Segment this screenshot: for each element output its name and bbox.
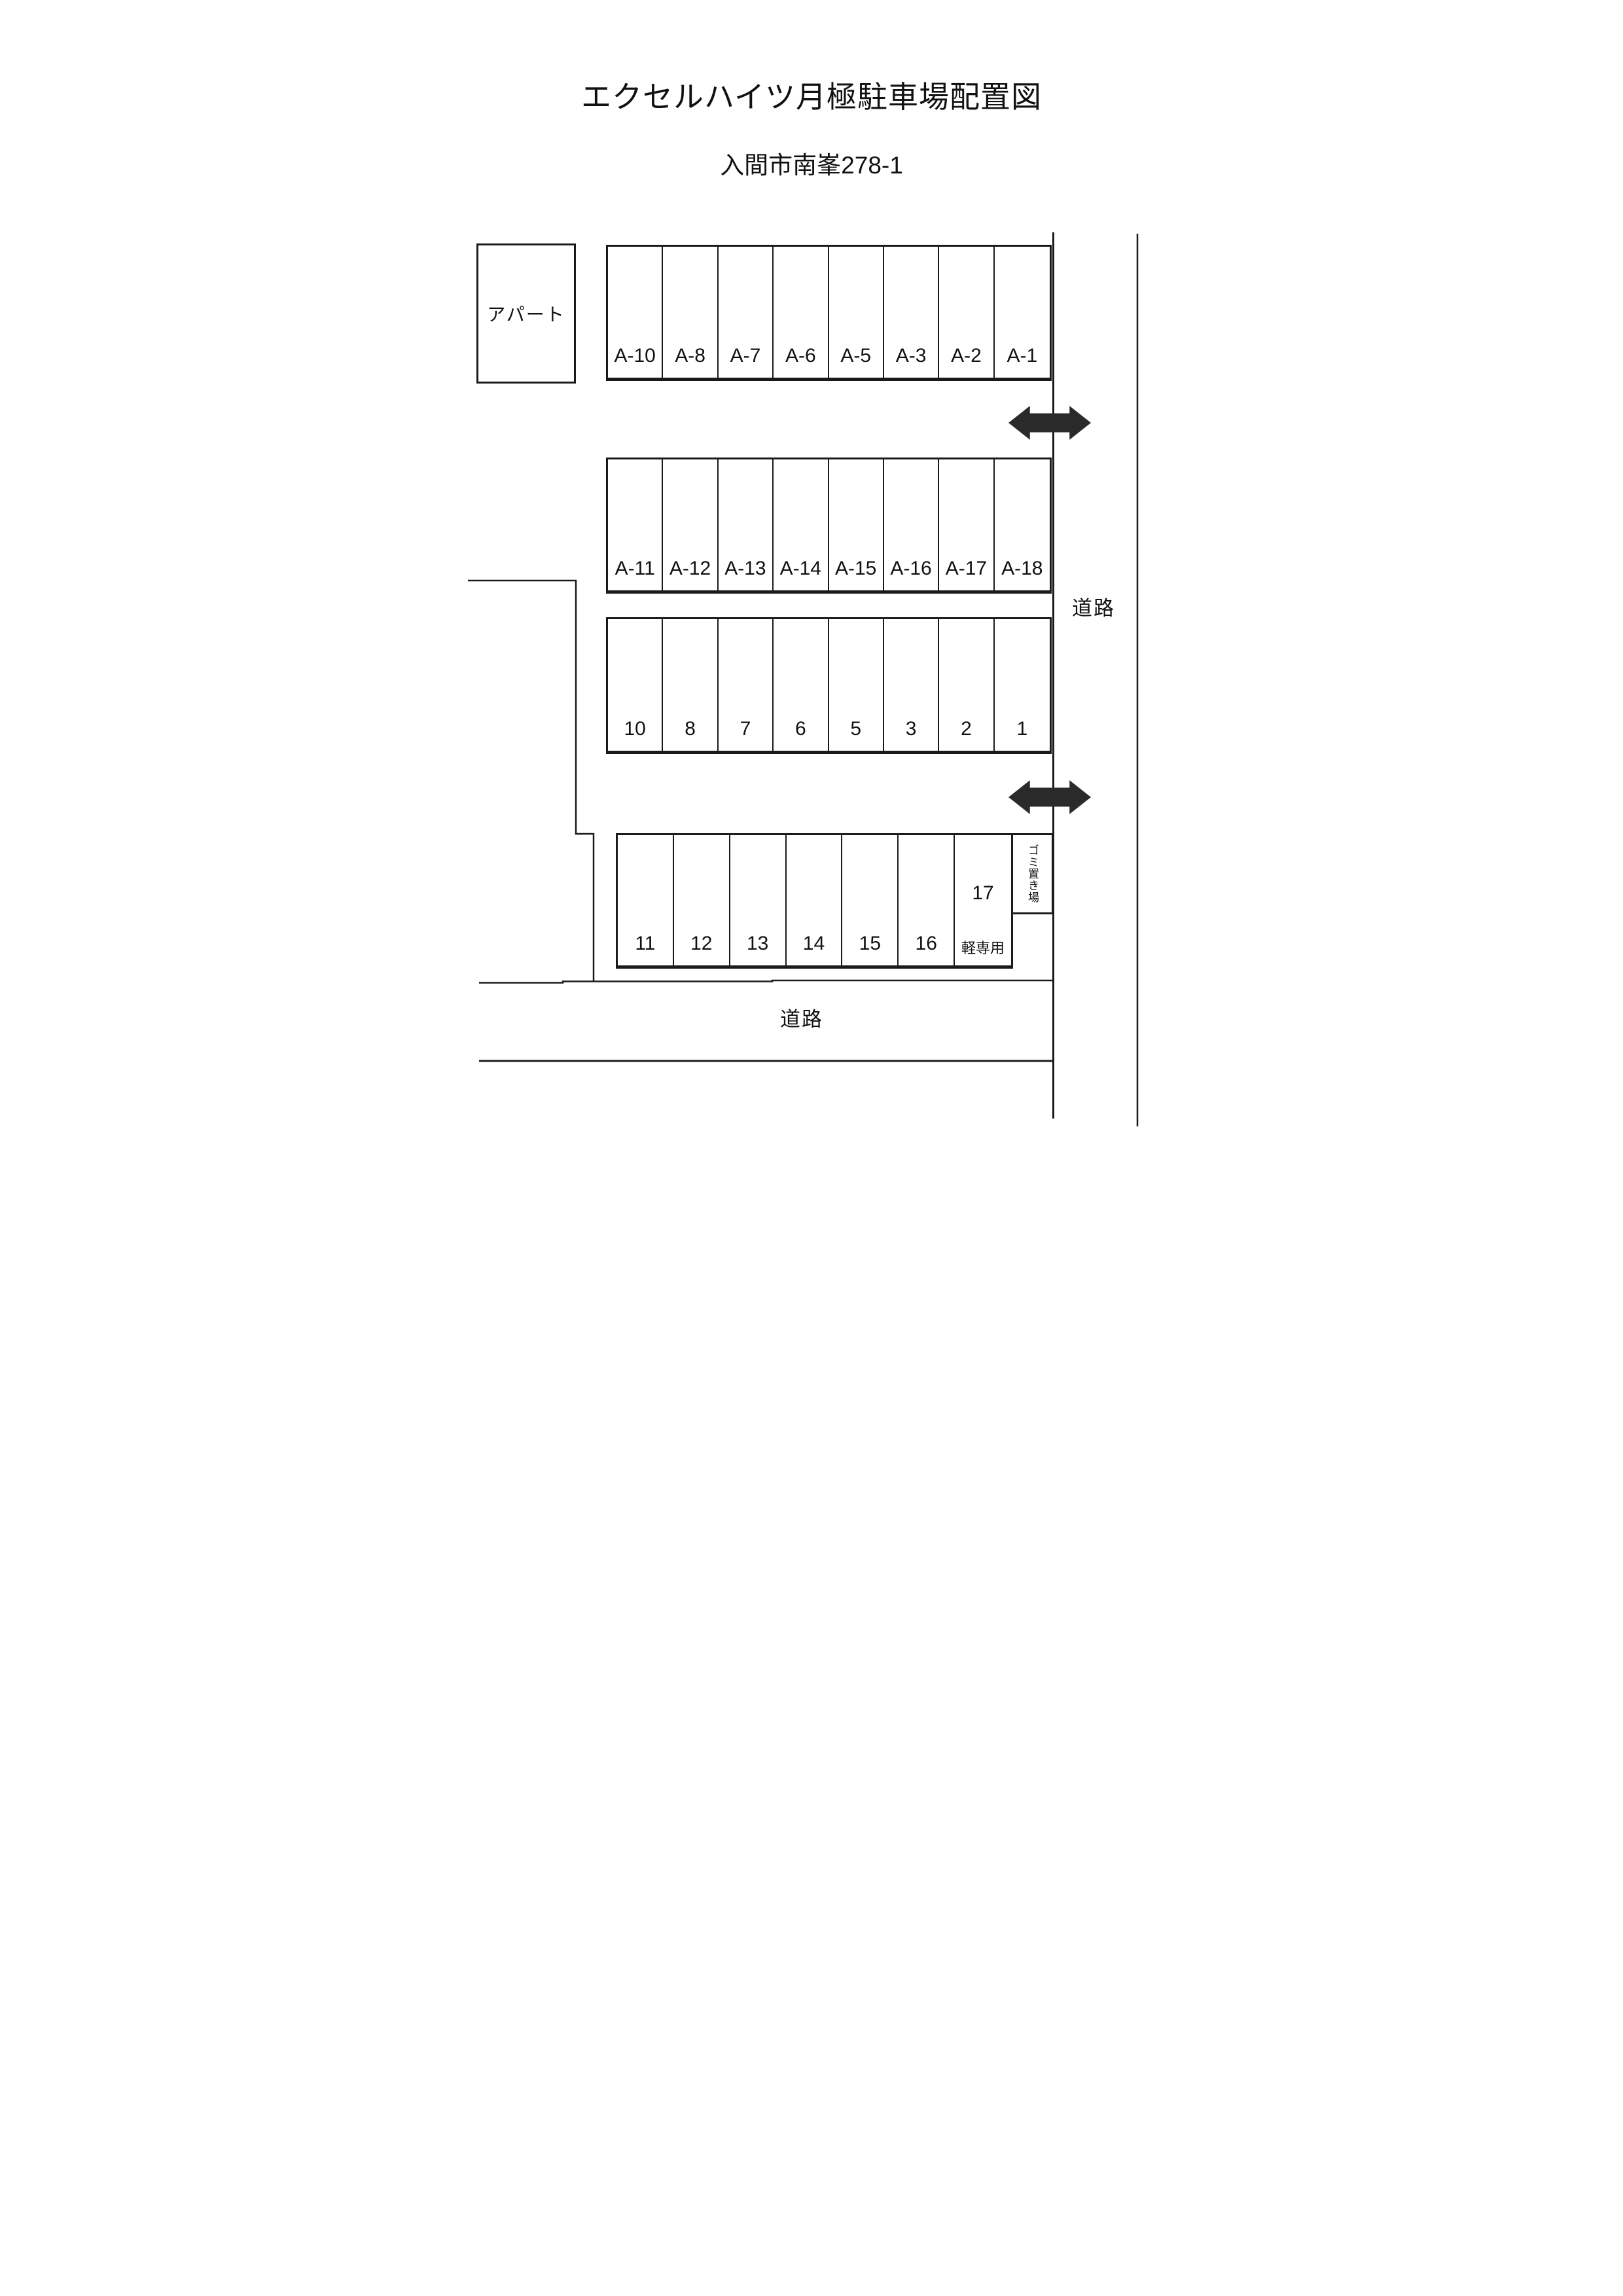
parking-space: 1 xyxy=(995,619,1050,751)
page-title: エクセルハイツ月極駐車場配置図 xyxy=(580,80,1043,114)
parking-space: A-13 xyxy=(719,459,774,590)
garbage-area: ゴミ置き場 xyxy=(1011,833,1054,914)
apartment-label: アパート xyxy=(487,304,565,325)
parking-space-label: A-12 xyxy=(669,558,711,579)
parking-space-label: 14 xyxy=(802,933,825,954)
parking-space-kei-only: 17 軽専用 xyxy=(955,835,1011,965)
parking-space: 11 xyxy=(618,835,674,965)
parking-space-label: A-16 xyxy=(890,558,932,579)
double-arrow-shape xyxy=(1008,780,1091,814)
parking-space-label: 11 xyxy=(635,933,656,954)
parking-space: A-2 xyxy=(939,247,995,378)
parking-space: 10 xyxy=(608,619,664,751)
parking-space-label: A-14 xyxy=(779,558,821,579)
parking-space-label: 8 xyxy=(685,718,696,740)
double-arrow-icon xyxy=(1008,406,1091,440)
parking-space-label: 7 xyxy=(740,718,751,740)
parking-space-label: A-3 xyxy=(895,345,927,367)
parking-space-label: A-1 xyxy=(1007,345,1038,367)
site-bottom-upper-line xyxy=(479,979,1054,984)
parking-row-a-back: A-11 A-12 A-13 A-14 A-15 A-16 A-17 A-18 xyxy=(606,457,1052,594)
parking-space: 15 xyxy=(842,835,899,965)
page-subtitle: 入間市南峯278-1 xyxy=(720,152,903,179)
parking-space: 3 xyxy=(884,619,940,751)
parking-space-label: A-6 xyxy=(785,345,816,367)
double-arrow-shape xyxy=(1008,406,1091,440)
road-label-right: 道路 xyxy=(1072,597,1115,620)
parking-space-label: A-15 xyxy=(835,558,877,579)
parking-space: A-5 xyxy=(829,247,884,378)
parking-space-label: A-17 xyxy=(945,558,988,579)
parking-row-a-front: A-10 A-8 A-7 A-6 A-5 A-3 A-2 A-1 xyxy=(606,245,1052,381)
parking-space: 16 xyxy=(899,835,955,965)
parking-space: 8 xyxy=(663,619,719,751)
parking-space-label: 17 xyxy=(972,882,994,904)
parking-space: 7 xyxy=(719,619,774,751)
parking-space: A-1 xyxy=(995,247,1050,378)
parking-space-label: 16 xyxy=(915,933,937,954)
garbage-area-label: ゴミ置き場 xyxy=(1026,844,1039,903)
kei-only-note: 軽専用 xyxy=(961,940,1005,956)
parking-space-label: A-2 xyxy=(951,345,982,367)
parking-space-label: A-7 xyxy=(730,345,761,367)
apartment-block: アパート xyxy=(476,243,576,384)
parking-space-label: A-10 xyxy=(614,345,656,367)
site-boundary-lines xyxy=(468,232,1139,1126)
parking-space-label: 13 xyxy=(746,933,769,954)
parking-row-num-front: 10 8 7 6 5 3 2 1 xyxy=(606,617,1052,754)
parking-space-label: 10 xyxy=(624,718,646,740)
parking-space: 5 xyxy=(829,619,884,751)
parking-space-label: 15 xyxy=(859,933,882,954)
parking-space: A-7 xyxy=(719,247,774,378)
parking-space-label: A-8 xyxy=(675,345,705,367)
parking-space-label: A-13 xyxy=(724,558,766,579)
parking-space: 12 xyxy=(674,835,730,965)
parking-space: A-18 xyxy=(995,459,1050,590)
parking-space: A-6 xyxy=(774,247,829,378)
parking-space-label: 12 xyxy=(690,933,713,954)
parking-space-label: 2 xyxy=(961,718,972,740)
parking-layout-page: エクセルハイツ月極駐車場配置図 入間市南峯278-1 アパート A-10 A-8… xyxy=(406,0,1217,1148)
parking-space: A-17 xyxy=(939,459,995,590)
parking-space-label: 5 xyxy=(850,718,862,740)
parking-space: A-3 xyxy=(884,247,940,378)
parking-space-label: A-11 xyxy=(615,558,655,579)
parking-space-label: 1 xyxy=(1016,718,1028,740)
parking-space-label: 6 xyxy=(794,718,806,740)
parking-space: 2 xyxy=(939,619,995,751)
parking-space: A-8 xyxy=(663,247,719,378)
parking-space: A-10 xyxy=(608,247,664,378)
parking-space-label: A-5 xyxy=(840,345,872,367)
double-arrow-icon xyxy=(1008,780,1091,814)
left-boundary-line xyxy=(468,579,595,982)
parking-space-label: A-18 xyxy=(1001,558,1043,579)
parking-space: 13 xyxy=(730,835,787,965)
parking-space: A-15 xyxy=(829,459,884,590)
parking-space: A-12 xyxy=(663,459,719,590)
parking-space: 14 xyxy=(787,835,843,965)
parking-space: 6 xyxy=(774,619,829,751)
parking-space: A-16 xyxy=(884,459,940,590)
parking-row-num-back: 11 12 13 14 15 16 17 軽専用 xyxy=(616,833,1013,969)
parking-space: A-11 xyxy=(608,459,664,590)
parking-space-label: 3 xyxy=(905,718,917,740)
parking-space: A-14 xyxy=(774,459,829,590)
road-label-bottom: 道路 xyxy=(780,1008,823,1031)
